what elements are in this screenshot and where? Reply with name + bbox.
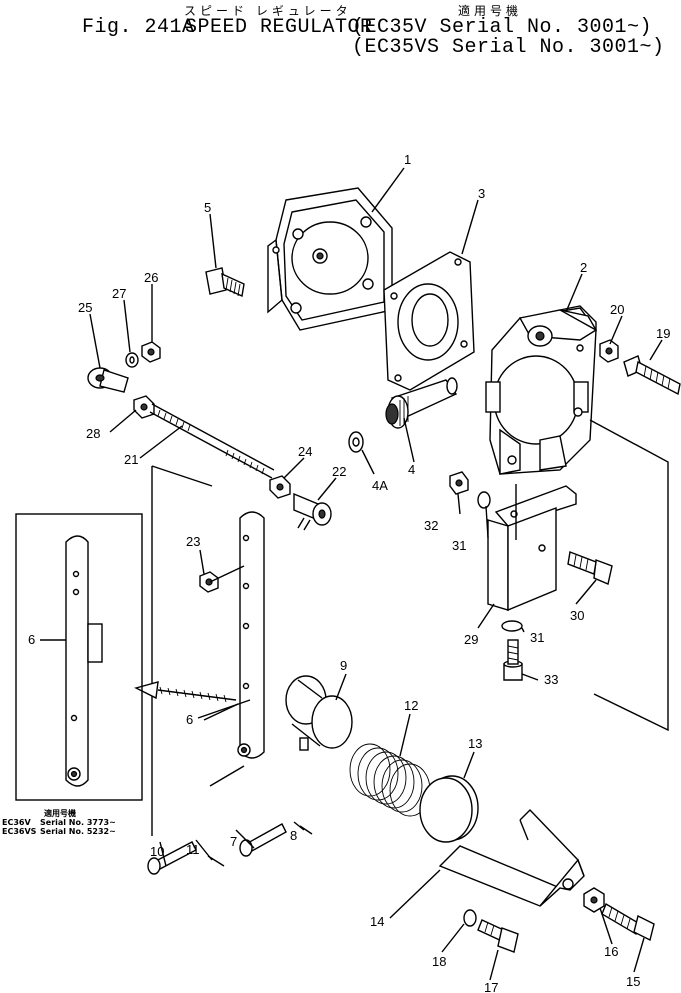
nut-32 [449,471,469,495]
callout-18: 18 [432,954,446,969]
serial-line-2: (EC35VS Serial No. 3001~) [352,36,665,59]
inset-row2-serial: Serial No. 5232~ [40,827,116,836]
title-english: SPEED REGULATOR [185,16,373,39]
callout-1: 1 [404,152,411,167]
bolt-33 [503,639,523,681]
regulator-body [485,305,597,475]
callout-30: 30 [570,608,584,623]
nut-24 [269,475,291,499]
spring-cap-9 [285,675,353,751]
callout-33: 33 [544,672,558,687]
callout-labels: 1 3 2 5 20 19 25 27 26 28 21 24 22 4A 4 … [28,152,670,993]
disc-13 [419,775,479,843]
ball-joint-22 [293,492,332,531]
lock-washer-31-lower [501,620,523,632]
callout-11: 11 [186,842,200,857]
bolt-15 [601,902,655,942]
lock-washer-31-upper [477,491,491,509]
callout-29: 29 [464,632,478,647]
bolt-5 [205,267,245,298]
callout-2: 2 [580,260,587,275]
callout-16: 16 [604,944,618,959]
callout-4: 4 [408,462,415,477]
callout-23: 23 [186,534,200,549]
callout-17: 17 [484,980,498,993]
callout-24: 24 [298,444,312,459]
callout-22: 22 [332,464,346,479]
callout-21: 21 [124,452,138,467]
cover-plate [267,187,393,331]
nut-20 [599,339,619,363]
callout-3: 3 [478,186,485,201]
bracket-14 [438,808,585,907]
callout-20: 20 [610,302,624,317]
rod-end-25 [87,367,129,393]
figure-label: Fig. 241A [82,16,195,39]
gasket [383,251,475,391]
callout-6-inset: 6 [28,632,35,647]
callout-15: 15 [626,974,640,989]
bolt-19 [623,355,681,396]
inset-row1-model: EC36V [2,818,31,827]
nut-23 [199,571,219,593]
washer-18 [463,909,477,927]
callout-32: 32 [424,518,438,533]
inset-row1-serial: Serial No. 3773~ [40,818,116,827]
callout-10: 10 [150,844,164,859]
callout-13: 13 [468,736,482,751]
bolt-17 [477,919,519,953]
washer-27 [125,352,139,368]
cotter-pin-8 [299,825,313,835]
nut-28 [133,395,155,419]
callout-19: 19 [656,326,670,341]
nut-26 [141,341,161,363]
callout-31-upper: 31 [452,538,466,553]
callout-9: 9 [340,658,347,673]
title-japanese: スピード レギュレータ [184,4,352,18]
bracket-29 [487,485,577,612]
callout-6-main: 6 [186,712,193,727]
spring-12 [349,743,431,817]
serial-line-1: (EC35V Serial No. 3001~) [352,16,653,39]
callout-31-lower: 31 [530,630,544,645]
callout-4a: 4A [372,478,388,493]
inset-note: 適用号機 EC36V Serial No. 3773~ EC36VS Seria… [2,808,116,836]
inset-applicable-jp: 適用号機 [44,808,76,818]
callout-28: 28 [86,426,100,441]
callout-5: 5 [204,200,211,215]
lever-6 [237,511,265,759]
callout-27: 27 [112,286,126,301]
callout-8: 8 [290,828,297,843]
callout-7: 7 [230,834,237,849]
callout-12: 12 [404,698,418,713]
leader-lines [89,167,663,981]
phantom-frame [151,419,669,836]
inset-row2-model: EC36VS [2,827,37,836]
threaded-rod-21 [149,403,275,479]
pin-10 [147,841,197,875]
callout-26: 26 [144,270,158,285]
plunger [385,377,458,429]
nut-16 [583,887,605,913]
bolt-30 [567,551,613,585]
applicable-models-japanese: 適用号機 [458,4,523,18]
arrow-to-inset [134,681,237,703]
callout-25: 25 [78,300,92,315]
inset-box [15,513,251,801]
washer-4a [348,431,364,453]
callout-14: 14 [370,914,384,929]
